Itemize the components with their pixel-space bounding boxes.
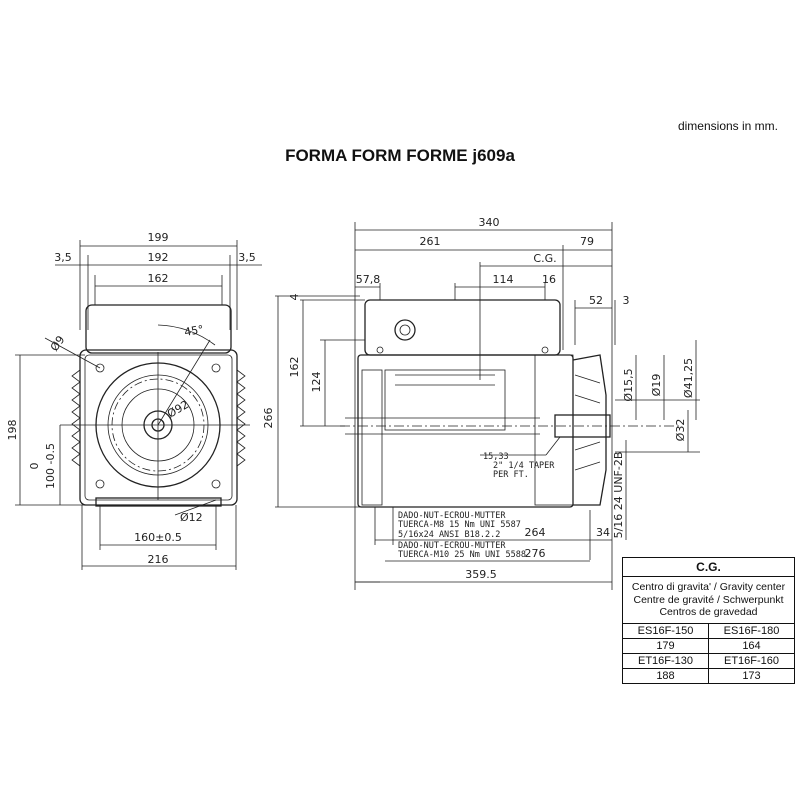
- dim-3: 3: [623, 294, 630, 307]
- dim-162: 162: [148, 272, 169, 285]
- dim-264: 264: [525, 526, 546, 539]
- dim-216: 216: [148, 553, 169, 566]
- dim-3-5-right: 3,5: [238, 251, 256, 264]
- dim-foot-hole: Ø12: [180, 511, 203, 524]
- dim-162-height: 162: [288, 357, 301, 378]
- cg-table: C.G. Centro di gravita' / Gravity center…: [622, 557, 795, 684]
- dim-4: 4: [288, 294, 301, 301]
- front-view: 199 3,5 192 3,5 162 Ø9 45° Ø92 198 0 100…: [6, 231, 262, 570]
- dim-pcd: Ø92: [165, 398, 191, 421]
- dim-199: 199: [148, 231, 169, 244]
- taper-dia: 15,33: [483, 452, 509, 462]
- cg-desc-line: Centre de gravité / Schwerpunkt: [633, 593, 784, 606]
- nut-note-1-line-2: TUERCA-M8 15 Nm UNI 5587: [398, 520, 521, 530]
- dim-100: 100 -0.5: [44, 443, 57, 489]
- dim-276: 276: [525, 547, 546, 560]
- cg-table-description: Centro di gravita' / Gravity center Cent…: [622, 576, 795, 624]
- table-cell: ET16F-160: [708, 652, 795, 669]
- dim-d32: Ø32: [674, 419, 687, 442]
- table-cell: ET16F-130: [622, 652, 709, 669]
- dim-0: 0: [28, 463, 41, 470]
- cg-desc-line: Centros de gravedad: [659, 606, 758, 618]
- nut-note-2-line-2: TUERCA-M10 25 Nm UNI 5588: [398, 550, 526, 560]
- taper-note-1: 2" 1/4 TAPER: [493, 461, 555, 471]
- dim-359-5: 359.5: [465, 568, 497, 581]
- dim-16: 16: [542, 273, 556, 286]
- dim-261: 261: [420, 235, 441, 248]
- dim-d19: Ø19: [650, 374, 663, 397]
- dim-52: 52: [589, 294, 603, 307]
- dim-angle: 45°: [183, 323, 204, 339]
- nut-note-1-line-3: 5/16x24 ANSI B18.2.2: [398, 530, 500, 540]
- table-cell: 188: [622, 667, 709, 684]
- dim-d15-5: Ø15,5: [622, 368, 635, 401]
- dim-hole-dia: Ø9: [48, 333, 68, 353]
- dim-3-5-left: 3,5: [54, 251, 72, 264]
- taper-note-2: PER FT.: [493, 470, 529, 480]
- units-note: dimensions in mm.: [677, 119, 778, 133]
- dim-124: 124: [310, 372, 323, 393]
- table-cell: 173: [708, 667, 795, 684]
- dim-d41-25: Ø41,25: [682, 358, 695, 398]
- cg-table-title: C.G.: [622, 557, 795, 577]
- cg-desc-line: Centro di gravita' / Gravity center: [631, 581, 786, 593]
- dim-thread: 5/16 24 UNF-2B: [612, 452, 625, 539]
- dim-79: 79: [580, 235, 594, 248]
- dim-192: 192: [148, 251, 169, 264]
- dim-cg: C.G.: [533, 252, 556, 265]
- drawing-title: FORMA FORM FORME j609a: [285, 146, 515, 165]
- nut-note-2-line-1: DADO-NUT-ECROU-MUTTER: [398, 541, 506, 551]
- table-cell: 179: [622, 637, 709, 654]
- table-cell: 164: [708, 637, 795, 654]
- dim-114: 114: [493, 273, 514, 286]
- side-view: 340 261 79 C.G. 57,8 114 16 52 3 4 162 2…: [262, 216, 700, 590]
- dim-34: 34: [596, 526, 610, 539]
- dim-160: 160±0.5: [134, 531, 182, 544]
- table-cell: ES16F-150: [622, 622, 709, 639]
- nut-note-1-line-1: DADO-NUT-ECROU-MUTTER: [398, 511, 506, 521]
- dim-198: 198: [6, 420, 19, 441]
- dim-266: 266: [262, 408, 275, 429]
- dim-340: 340: [479, 216, 500, 229]
- dim-57-8: 57,8: [356, 273, 381, 286]
- table-cell: ES16F-180: [708, 622, 795, 639]
